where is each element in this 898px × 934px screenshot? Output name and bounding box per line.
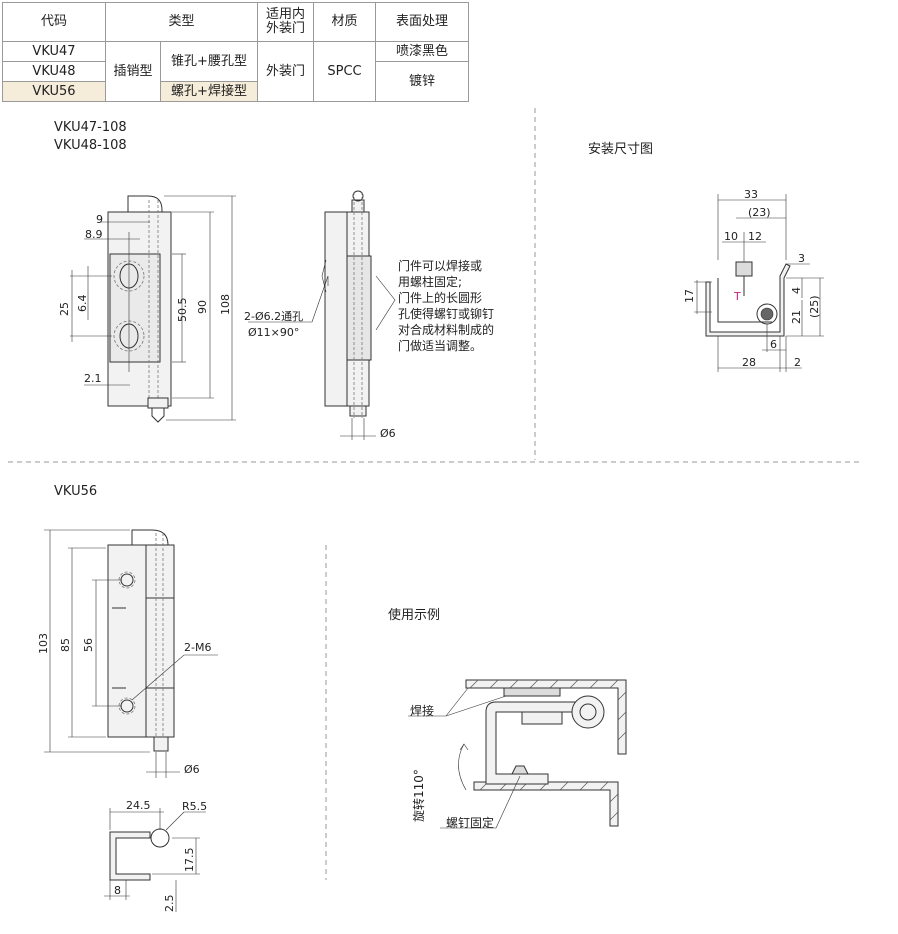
type-sub-cell: 螺孔+焊接型 — [160, 81, 258, 102]
dim-label: 17 — [683, 289, 696, 303]
dim-label: 2-Ø6.2通孔 — [244, 310, 303, 323]
dim-label: (23) — [748, 206, 771, 219]
dim-label: 90 — [196, 300, 209, 314]
dim-label: 24.5 — [126, 799, 151, 812]
dim-label: 10 — [724, 230, 738, 243]
finish-cell: 镀锌 — [375, 61, 469, 102]
dim-label: 85 — [59, 638, 72, 652]
dim-label: 6.4 — [76, 295, 89, 313]
dim-label: Ø6 — [184, 763, 200, 776]
dim-label: Ø11×90° — [248, 326, 299, 339]
model-label: VKU48-108 — [54, 138, 127, 153]
model-label: VKU47-108 — [54, 120, 127, 135]
dim-label: 2.1 — [84, 372, 102, 385]
dim-label: 8 — [114, 884, 121, 897]
hinge-vku56-view: 56 85 103 2-M6 Ø6 — [37, 529, 218, 778]
install-title: 安装尺寸图 — [588, 142, 654, 157]
dim-label: T — [733, 290, 741, 303]
dim-label: 21 — [790, 310, 803, 324]
weld-label: 焊接 — [410, 704, 435, 718]
dim-label: 2 — [794, 356, 801, 369]
dim-label: 6 — [770, 338, 777, 351]
finish-cell: 喷漆黑色 — [375, 41, 469, 62]
hinge-vku56-profile: 24.5 R5.5 17.5 8 2.5 — [104, 799, 207, 912]
type-sub-cell: 锥孔+腰孔型 — [160, 41, 258, 82]
svg-text:9: 9 — [96, 213, 103, 226]
dim-label: 12 — [748, 230, 762, 243]
dim-label: 50.5 — [176, 298, 189, 323]
dim-label: 2-M6 — [184, 641, 211, 654]
note-text: 门件可以焊接或 用螺柱固定; 门件上的长圆形 孔使得螺钉或铆钉 对合成材料制成的… — [398, 259, 495, 353]
dim-label: 4 — [790, 287, 803, 294]
header-material: 材质 — [313, 2, 376, 42]
install-dimension-drawing: T 33 (23) 10 12 3 17 4 21 (25) 6 28 2 — [683, 188, 824, 372]
dim-label: 17.5 — [183, 848, 196, 873]
screw-fix-label: 螺钉固定 — [446, 816, 495, 830]
dim-label: 103 — [37, 633, 50, 654]
dim-label: 56 — [82, 638, 95, 652]
hinge-front-view: 9 8.9 25 6.4 2.1 50.5 90 108 — [58, 195, 236, 423]
rotate-label: 旋转110° — [412, 769, 426, 822]
usage-title: 使用示例 — [388, 608, 441, 623]
type-main-cell: 插销型 — [105, 41, 161, 102]
code-cell: VKU56 — [2, 81, 106, 102]
dim-label: 8.9 — [85, 228, 103, 241]
code-cell: VKU48 — [2, 61, 106, 82]
material-cell: SPCC — [313, 41, 376, 102]
door-cell: 外装门 — [257, 41, 314, 102]
dim-label: 28 — [742, 356, 756, 369]
dim-label: 2.5 — [163, 895, 176, 913]
dim-label: 33 — [744, 188, 758, 201]
dim-label: 25 — [58, 302, 71, 316]
header-code: 代码 — [2, 2, 106, 42]
dim-label: 3 — [798, 252, 805, 265]
usage-example-drawing — [408, 679, 627, 829]
hinge-side-view: 2-Ø6.2通孔 Ø11×90° Ø6 — [244, 190, 396, 440]
dim-label: 108 — [219, 294, 232, 315]
model-label: VKU56 — [54, 484, 98, 499]
header-finish: 表面处理 — [375, 2, 469, 42]
dim-label: Ø6 — [380, 427, 396, 440]
spec-table: 代码 类型 适用内 外装门 材质 表面处理 VKU47 插销型 锥孔+腰孔型 外… — [2, 2, 469, 102]
dim-label: (25) — [808, 295, 821, 318]
dim-label: R5.5 — [182, 800, 207, 813]
